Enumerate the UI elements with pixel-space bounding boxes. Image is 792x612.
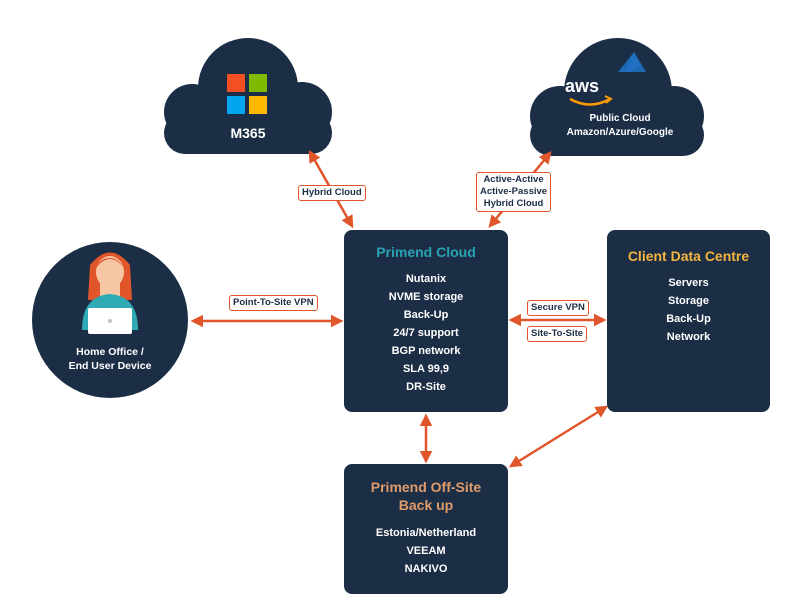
offsite-box: Primend Off-Site Back up Estonia/Netherl…: [344, 464, 508, 594]
offsite-title: Primend Off-Site Back up: [344, 478, 508, 514]
list-item: VEEAM: [406, 545, 446, 557]
public-cloud-line2: Amazon/Azure/Google: [566, 127, 674, 138]
client-dc-title: Client Data Centre: [627, 248, 750, 264]
m365-cloud: [164, 38, 332, 154]
offsite-items: Estonia/Netherland VEEAM NAKIVO: [344, 524, 508, 578]
list-item: Back-Up: [403, 309, 449, 321]
azure-logo-icon: [618, 52, 646, 72]
home-office-label: Home Office / End User Device: [52, 345, 168, 373]
tag-site-to-site: Site-To-Site: [527, 326, 588, 342]
offsite-title-line2: Back up: [398, 497, 454, 513]
user-avatar-icon: [82, 252, 138, 334]
tag-public-line2: Active-Passive: [480, 186, 548, 197]
list-item: Back-Up: [666, 313, 711, 325]
list-item: Estonia/Netherland: [375, 527, 477, 539]
aws-smile-icon: [569, 97, 611, 106]
tag-public-line1: Active-Active: [483, 174, 544, 185]
public-cloud: [530, 38, 704, 156]
list-item: Nutanix: [405, 273, 447, 285]
list-item: Storage: [668, 295, 709, 307]
list-item: Network: [666, 331, 711, 343]
home-office-line2: End User Device: [68, 360, 152, 372]
list-item: DR-Site: [406, 381, 446, 393]
primend-cloud-title: Primend Cloud: [376, 244, 476, 260]
public-cloud-line1: Public Cloud: [589, 113, 651, 124]
m365-label: M365: [230, 125, 266, 141]
aws-logo-text: aws: [565, 76, 600, 96]
microsoft-logo-icon: [227, 74, 267, 114]
offsite-title-line1: Primend Off-Site: [370, 479, 482, 495]
public-cloud-label: Public Cloud Amazon/Azure/Google: [540, 112, 700, 140]
tag-hybrid-cloud: Hybrid Cloud: [298, 185, 366, 201]
primend-cloud-items: Nutanix NVME storage Back-Up 24/7 suppor…: [344, 270, 508, 396]
home-office-line1: Home Office /: [76, 346, 144, 358]
client-dc-items: Servers Storage Back-Up Network: [607, 274, 770, 346]
list-item: NVME storage: [388, 291, 464, 303]
list-item: SLA 99,9: [402, 363, 450, 375]
list-item: Servers: [668, 277, 709, 289]
primend-cloud-box: Primend Cloud Nutanix NVME storage Back-…: [344, 230, 508, 412]
list-item: 24/7 support: [393, 327, 459, 339]
tag-point-to-site: Point-To-Site VPN: [229, 295, 318, 311]
tag-secure-vpn: Secure VPN: [527, 300, 589, 316]
list-item: NAKIVO: [404, 563, 448, 575]
tag-public-line3: Hybrid Cloud: [483, 198, 544, 209]
tag-public-cloud-modes: Active-Active Active-Passive Hybrid Clou…: [476, 172, 552, 212]
client-dc-box: Client Data Centre Servers Storage Back-…: [607, 230, 770, 412]
list-item: BGP network: [391, 345, 461, 357]
arrow-offsite-dc: [508, 405, 609, 468]
